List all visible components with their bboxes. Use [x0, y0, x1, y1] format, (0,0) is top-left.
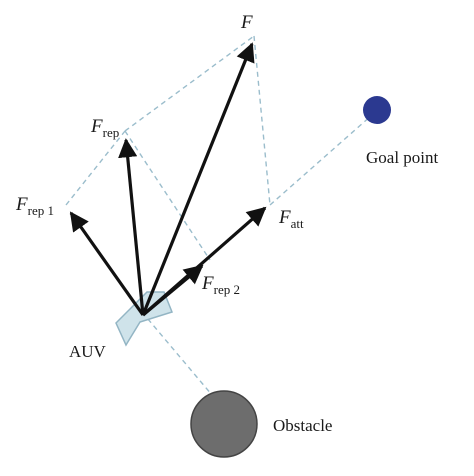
label-frep: Frep: [90, 116, 119, 140]
label-frep-main: F: [90, 116, 103, 137]
auv-vehicle-icon: [115, 291, 173, 347]
label-obstacle: Obstacle: [273, 416, 332, 435]
label-frep-sub: rep: [103, 125, 120, 140]
label-frep2: Frep 2: [201, 273, 240, 297]
label-auv: AUV: [69, 342, 107, 361]
dashed-frep1-to-frep: [65, 130, 126, 206]
arrow-f: [141, 42, 255, 316]
arrow-frep: [118, 138, 145, 316]
label-frep1: Frep 1: [15, 194, 54, 218]
arrow-fatt: [141, 206, 267, 317]
label-fatt-sub: att: [291, 216, 304, 231]
label-fatt-main: F: [278, 207, 291, 228]
construction-lines: [65, 35, 373, 396]
dashed-f-to-fatt: [253, 35, 271, 206]
obstacle-marker: [190, 390, 258, 458]
label-fatt: Fatt: [278, 207, 304, 231]
dashed-frep-to-frep2: [124, 130, 211, 261]
label-frep2-sub: rep 2: [214, 282, 240, 297]
label-frep1-main: F: [15, 194, 28, 215]
force-arrows: [69, 42, 267, 317]
dashed-fatt-to-goal: [269, 114, 373, 206]
label-f: F: [240, 12, 253, 33]
goal-point-marker: [363, 96, 391, 124]
label-frep2-main: F: [201, 273, 214, 294]
arrow-frep1: [69, 211, 145, 316]
dashed-auv-to-obstacle: [141, 311, 213, 396]
label-goal-point: Goal point: [366, 148, 439, 167]
label-frep1-sub: rep 1: [28, 203, 54, 218]
